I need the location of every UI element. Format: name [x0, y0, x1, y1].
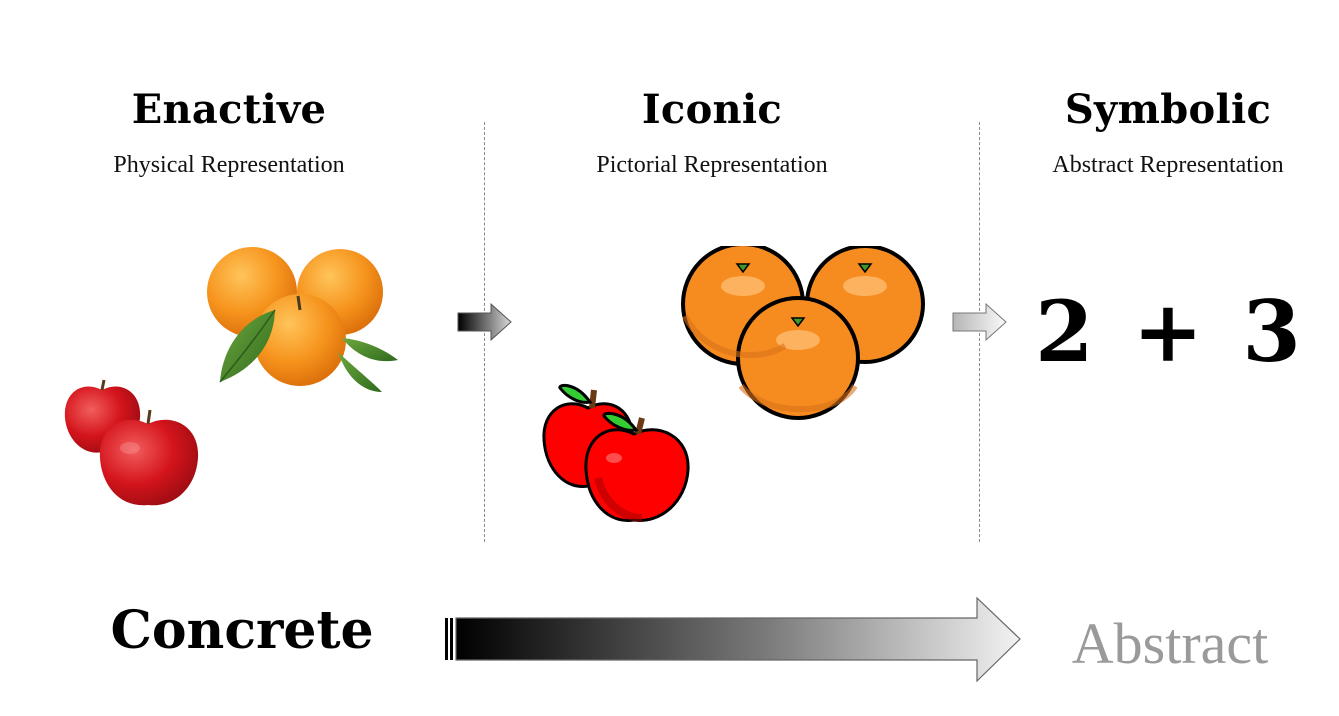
apple-cartoon-icon — [542, 383, 690, 522]
equation: 2 + 3 — [1035, 282, 1301, 381]
symbolic-title: Symbolic — [1064, 86, 1272, 133]
orange-cartoon-icon — [681, 246, 925, 420]
abstract-label: Abstract — [1071, 611, 1269, 676]
continuum-arrow-icon — [445, 596, 1021, 683]
orange-photo-icon — [207, 247, 398, 392]
apple-photo-icon — [64, 379, 199, 506]
concrete-label: Concrete — [110, 600, 374, 661]
iconic-title: Iconic — [641, 86, 783, 133]
symbolic-subtitle: Abstract Representation — [1052, 152, 1284, 178]
enactive-subtitle: Physical Representation — [113, 152, 345, 178]
divider-right — [979, 122, 980, 542]
enactive-title: Enactive — [131, 86, 327, 133]
iconic-subtitle: Pictorial Representation — [596, 152, 828, 178]
divider-left — [484, 122, 485, 542]
right-arrow-icon — [952, 302, 1007, 342]
right-arrow-icon — [457, 302, 512, 342]
